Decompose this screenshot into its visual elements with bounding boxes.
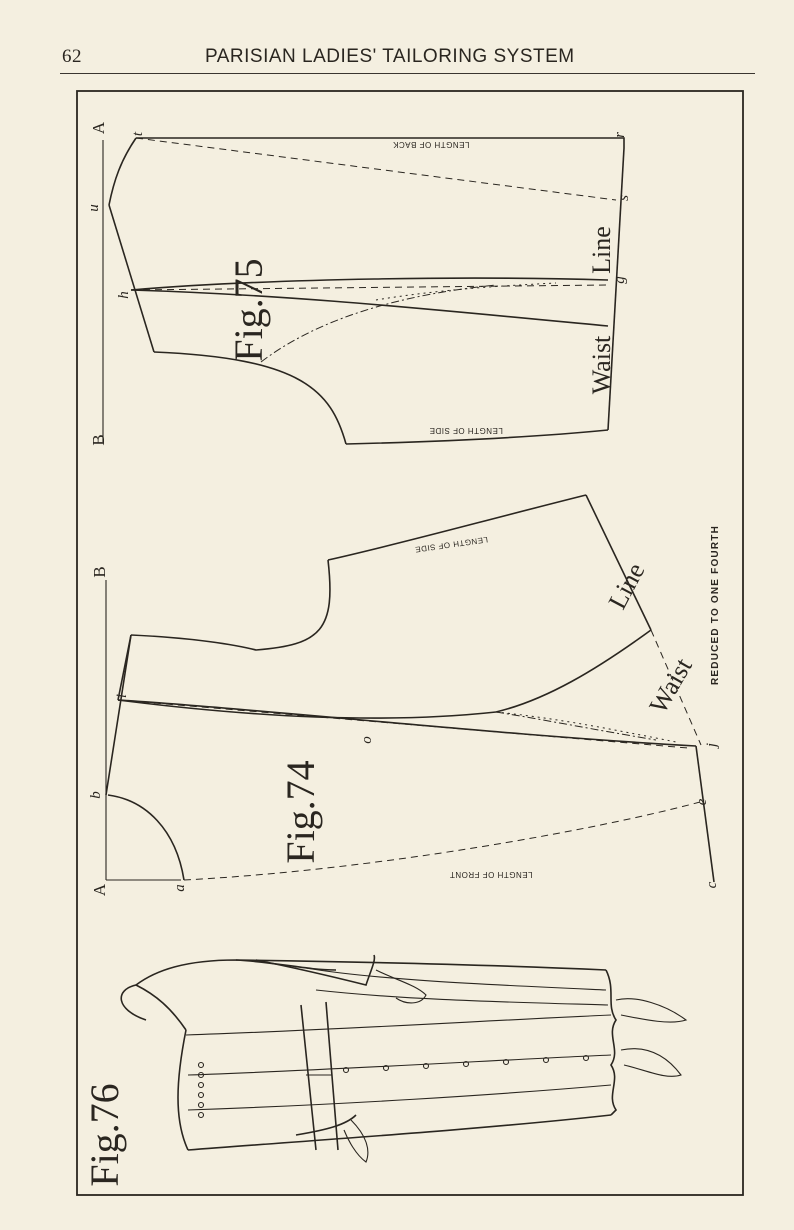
fig75-title: Fig.75	[226, 258, 271, 361]
fig74-point-i: i	[114, 694, 130, 698]
button-row	[197, 1054, 590, 1119]
fig74-point-B: B	[90, 566, 109, 577]
fig74-point-A: A	[90, 883, 109, 896]
page-number: 62	[62, 46, 82, 67]
fig75-waist-label: Waist	[587, 335, 616, 394]
fig74-point-o: o	[359, 736, 375, 744]
fig75-point-r: r	[612, 132, 628, 138]
plate-border	[76, 90, 744, 1196]
fig75-points: A t u h B r s g	[86, 121, 632, 446]
header-rule	[60, 73, 755, 74]
fig74-point-j: j	[704, 743, 720, 749]
plate-drawing: REDUCED TO ONE FOURTH Fig.75 Waist Line …	[76, 90, 744, 1196]
fig74-points: B A i b a o j e c	[88, 566, 720, 896]
fig74-length-front: LENGTH OF FRONT	[449, 870, 532, 879]
fig75-point-s: s	[616, 195, 632, 201]
fig76-title: Fig.76	[82, 1083, 127, 1186]
fig75-point-g: g	[612, 276, 628, 284]
fig75-length-side: LENGTH OF SIDE	[429, 426, 503, 435]
fig74-point-e: e	[694, 798, 710, 805]
scale-note: REDUCED TO ONE FOURTH	[710, 525, 721, 685]
fig74-point-b: b	[88, 791, 104, 799]
fig75-point-u: u	[86, 204, 102, 212]
fig75-line-label: Line	[587, 226, 616, 274]
fig76-coat-illustration	[120, 954, 688, 1163]
fig75-point-B: B	[89, 434, 108, 445]
fig75-point-h: h	[116, 291, 132, 299]
fig74-line-label: Line	[603, 558, 651, 614]
pattern-plate: REDUCED TO ONE FOURTH Fig.75 Waist Line …	[76, 90, 744, 1196]
fig75-point-t: t	[130, 131, 146, 136]
fig74-length-side: LENGTH OF SIDE	[414, 535, 488, 554]
fig74-point-a: a	[172, 884, 188, 892]
fig74-draft	[105, 494, 715, 883]
fig74-waist-label: Waist	[643, 652, 698, 718]
fig74-title: Fig.74	[278, 760, 323, 863]
fig75-length-back: LENGTH OF BACK	[392, 140, 469, 149]
fig74-point-c: c	[704, 881, 720, 888]
fig75-draft	[102, 137, 625, 445]
running-title: PARISIAN LADIES' TAILORING SYSTEM	[205, 46, 575, 67]
fig75-point-A: A	[89, 121, 108, 134]
